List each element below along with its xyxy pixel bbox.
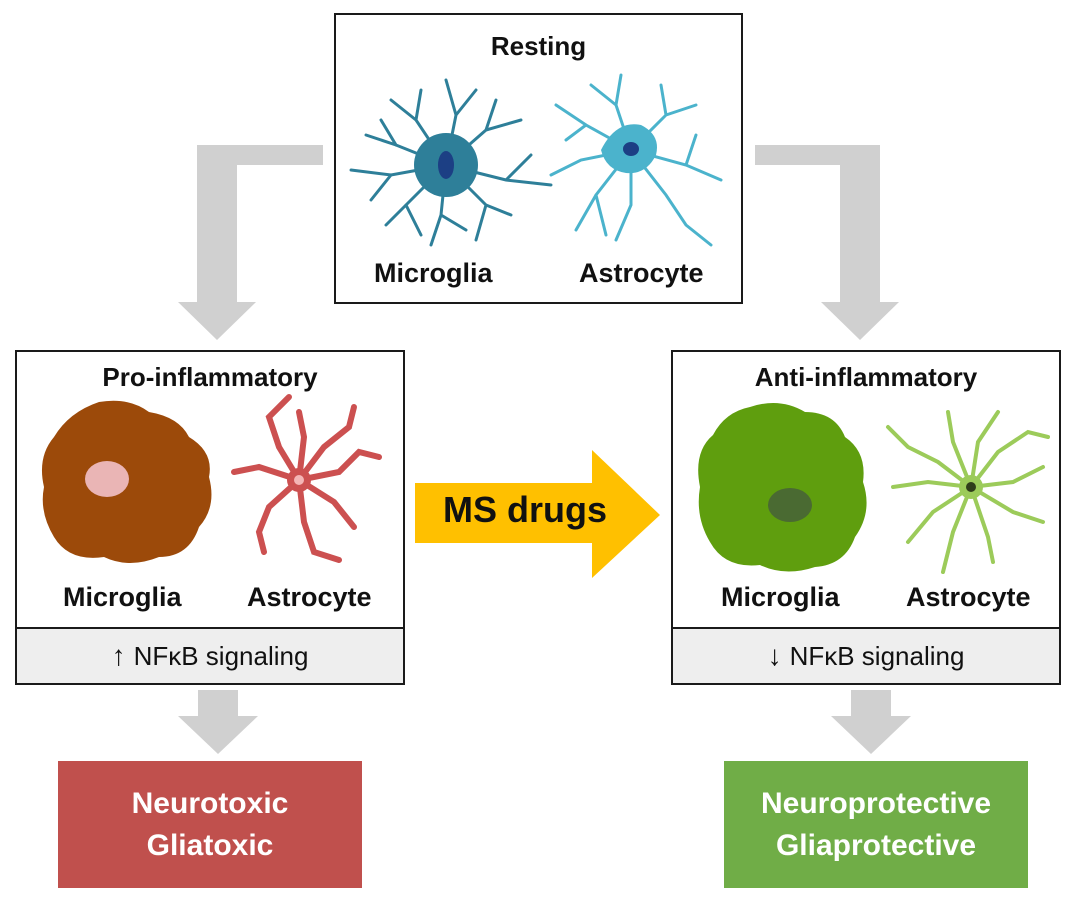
- up-arrow-icon: ↑: [111, 640, 126, 671]
- resting-astrocyte-label: Astrocyte: [579, 258, 704, 288]
- pro-astrocyte-icon: [231, 394, 382, 563]
- neurotoxic-line2: Gliatoxic: [146, 828, 274, 862]
- anti-title: Anti-inflammatory: [754, 362, 978, 392]
- anti-astrocyte-icon: [886, 410, 1050, 574]
- pro-astrocyte-label: Astrocyte: [247, 582, 372, 612]
- neuroprotective-line1: Neuroprotective: [760, 786, 992, 820]
- neurotoxic-outcome: Neurotoxic Gliatoxic: [58, 761, 362, 888]
- down-arrow-icon: ↓: [767, 640, 782, 671]
- neuroprotective-line2: Gliaprotective: [775, 828, 977, 862]
- resting-astrocyte-icon: [549, 73, 723, 247]
- ms-drugs-label: MS drugs: [442, 489, 607, 530]
- resting-panel: Resting Microglia Astr: [334, 13, 743, 304]
- pro-signal-bar: ↑ NFκB signaling: [17, 627, 403, 683]
- pro-microglia-icon: [41, 400, 212, 563]
- anti-astrocyte-label: Astrocyte: [906, 582, 1031, 612]
- resting-microglia-label: Microglia: [374, 258, 493, 288]
- anti-inflammatory-panel: Anti-inflammatory Microglia Astrocyte ↓ …: [671, 350, 1061, 685]
- pro-microglia-label: Microglia: [63, 582, 182, 612]
- resting-title: Resting: [490, 31, 587, 61]
- neurotoxic-line1: Neurotoxic: [131, 786, 289, 820]
- pro-inflammatory-panel: Pro-inflammatory Microglia Astrocyte ↑ N…: [15, 350, 405, 685]
- pro-signal-text: NFκB signaling: [133, 640, 309, 671]
- resting-microglia-icon: [349, 78, 553, 247]
- anti-microglia-icon: [698, 403, 867, 572]
- pro-title: Pro-inflammatory: [102, 362, 318, 392]
- anti-signal-text: NFκB signaling: [789, 640, 965, 671]
- neuroprotective-outcome: Neuroprotective Gliaprotective: [724, 761, 1028, 888]
- anti-signal-bar: ↓ NFκB signaling: [673, 627, 1059, 683]
- anti-microglia-label: Microglia: [721, 582, 840, 612]
